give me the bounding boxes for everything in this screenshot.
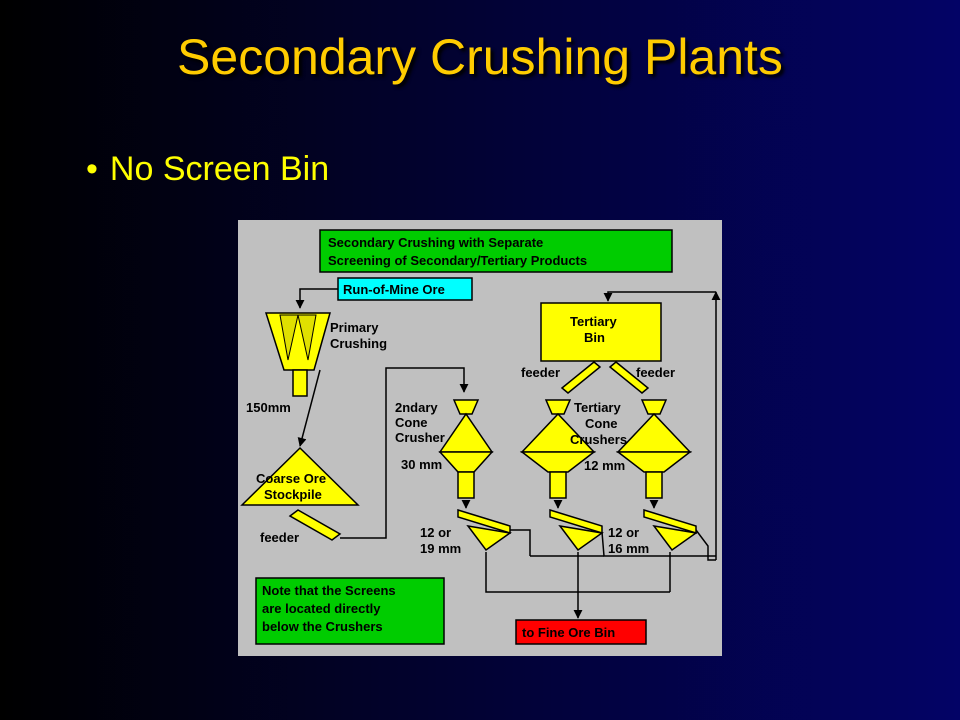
slide-title: Secondary Crushing Plants — [177, 29, 783, 85]
feeder-right-label: feeder — [636, 365, 675, 380]
flow-arrow — [603, 291, 716, 302]
secondary-label-2: Cone — [395, 415, 428, 430]
tertiary-cone-crusher-1-icon — [519, 399, 597, 499]
bin-feeder-left-icon — [560, 361, 602, 394]
bullet-text: No Screen Bin — [109, 150, 330, 188]
tertiary-label-3: Crushers — [570, 432, 627, 447]
flow-line — [485, 552, 670, 593]
note-line-1: Note that the Screens — [262, 583, 396, 598]
screen-size-right-1: 12 or — [608, 525, 639, 540]
tertiary-bin-icon — [540, 302, 662, 362]
tertiary-size-label: 12 mm — [584, 458, 625, 473]
stockpile-label-1: Coarse Ore — [256, 471, 326, 486]
tertiary-label-2: Cone — [585, 416, 618, 431]
header-line-1: Secondary Crushing with Separate — [328, 235, 543, 250]
stockpile-label-2: Stockpile — [264, 487, 322, 502]
note-box — [255, 577, 445, 645]
header-box — [319, 229, 673, 273]
screen-size-left-1: 12 or — [420, 525, 451, 540]
tertiary-bin-label-2: Bin — [584, 330, 605, 345]
screen-size-left-2: 19 mm — [420, 541, 461, 556]
flow-arrow — [340, 367, 469, 539]
stockpile-icon — [240, 446, 360, 506]
primary-crusher-icon — [264, 312, 331, 397]
flow-line — [510, 529, 531, 556]
feeder-label: feeder — [260, 530, 299, 545]
bin-feeder-right-icon — [608, 361, 650, 394]
bullet-item: • No Screen Bin — [86, 150, 329, 189]
secondary-label-3: Crusher — [395, 430, 445, 445]
tertiary-bin-label-1: Tertiary — [570, 314, 617, 329]
header-line-2: Screening of Secondary/Tertiary Products — [328, 253, 587, 268]
bullet-dot: • — [86, 150, 98, 188]
fine-ore-box — [515, 619, 647, 645]
run-of-mine-label: Run-of-Mine Ore — [343, 282, 445, 297]
crushing-flow-diagram: Secondary Crushing with Separate Screeni… — [238, 220, 722, 656]
screen-3-icon — [643, 508, 698, 552]
secondary-cone-crusher-icon — [438, 399, 494, 499]
primary-label-1: Primary — [330, 320, 379, 335]
primary-label-2: Crushing — [330, 336, 387, 351]
flow-arrow — [295, 288, 338, 309]
note-line-3: below the Crushers — [262, 619, 383, 634]
feeder-left-label: feeder — [521, 365, 560, 380]
flow-line — [695, 529, 716, 561]
flow-arrow — [297, 369, 321, 447]
screen-1-icon — [457, 508, 512, 552]
tertiary-label-1: Tertiary — [574, 400, 621, 415]
primary-size-label: 150mm — [246, 400, 291, 415]
screen-2-icon — [549, 508, 604, 552]
tertiary-cone-crusher-2-icon — [615, 399, 693, 499]
secondary-label-1: 2ndary — [395, 400, 438, 415]
feeder-icon — [288, 509, 342, 541]
screen-size-right-2: 16 mm — [608, 541, 649, 556]
diagram-svg: Secondary Crushing with Separate Screeni… — [240, 229, 721, 645]
note-line-2: are located directly — [262, 601, 381, 616]
fine-ore-label: to Fine Ore Bin — [522, 625, 615, 640]
secondary-size-label: 30 mm — [401, 457, 442, 472]
